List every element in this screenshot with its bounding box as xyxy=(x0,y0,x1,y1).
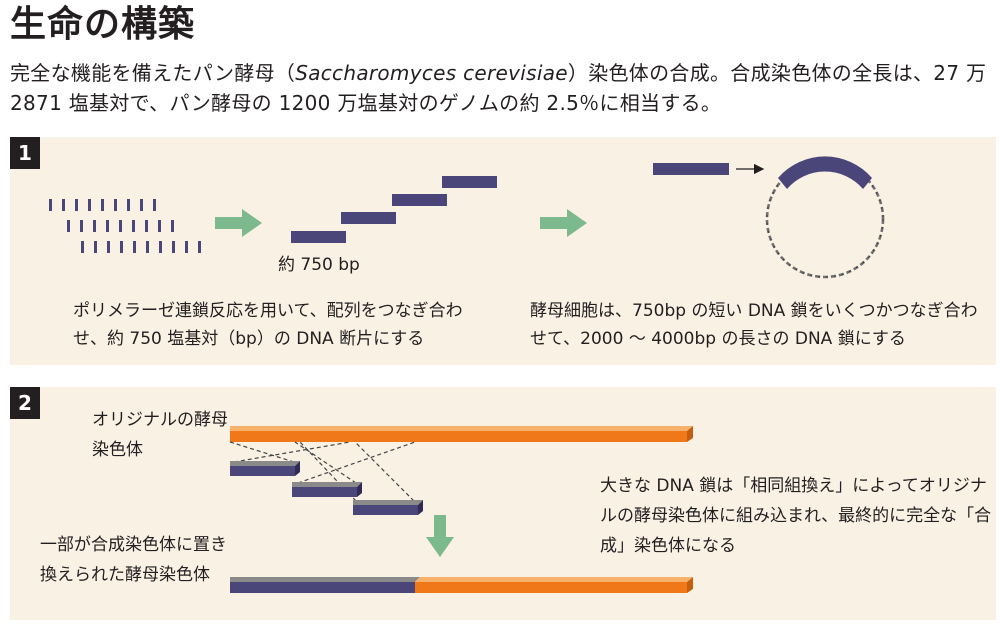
page-title: 生命の構築 xyxy=(10,4,196,45)
synthetic-fragments xyxy=(230,461,423,515)
green-arrow-right-icon xyxy=(215,209,262,237)
original-chromosome-bar xyxy=(230,426,693,442)
bp-label: 約 750 bp xyxy=(278,255,360,275)
original-chromosome-label: オリジナルの酵母染色体 xyxy=(92,410,228,460)
step-1-caption-yeast: 酵母細胞は、750bp の短い DNA 鎖をいくつかつなぎ合わせて、2000 ～… xyxy=(530,301,978,349)
species-name: Saccharomyces cerevisiae xyxy=(295,61,568,85)
dna-fragments-750bp xyxy=(291,176,497,243)
step-2-caption-recombination: 大きな DNA 鎖は「相同組換え」によってオリジナルの酵母染色体に組み込まれ、最… xyxy=(600,476,992,556)
step-2-number: 2 xyxy=(10,387,40,419)
replaced-chromosome-bar xyxy=(230,577,693,593)
step-1-number: 1 xyxy=(10,137,40,169)
green-arrow-right-icon-2 xyxy=(540,209,587,237)
subtitle-text-before: 完全な機能を備えたパン酵母（ xyxy=(10,61,296,85)
step-2-panel: 2 xyxy=(10,387,996,620)
replaced-chromosome-label: 一部が合成染色体に置き換えられた酵母染色体 xyxy=(40,535,227,585)
step-1-caption-pcr: ポリメラーゼ連鎖反応を用いて、配列をつなぎ合わせ、約 750 塩基対（bp）の … xyxy=(73,301,463,349)
oligo-fragments xyxy=(49,199,201,253)
step-1-panel: 1 xyxy=(10,137,996,365)
recombination-crossover-lines xyxy=(229,441,416,502)
circular-plasmid-icon xyxy=(765,156,885,279)
long-dna-strand xyxy=(653,163,729,175)
green-arrow-down-icon xyxy=(426,515,454,557)
step-2-illustration xyxy=(229,426,693,593)
page-subtitle: 完全な機能を備えたパン酵母（Saccharomyces cerevisiae）染… xyxy=(10,58,995,118)
subtitle-text-after: ）染色体の合成。合成染色体の全長は、27 万 2871 塩基対で、パン酵母の 1… xyxy=(10,61,987,115)
step-1-illustration xyxy=(49,156,885,279)
